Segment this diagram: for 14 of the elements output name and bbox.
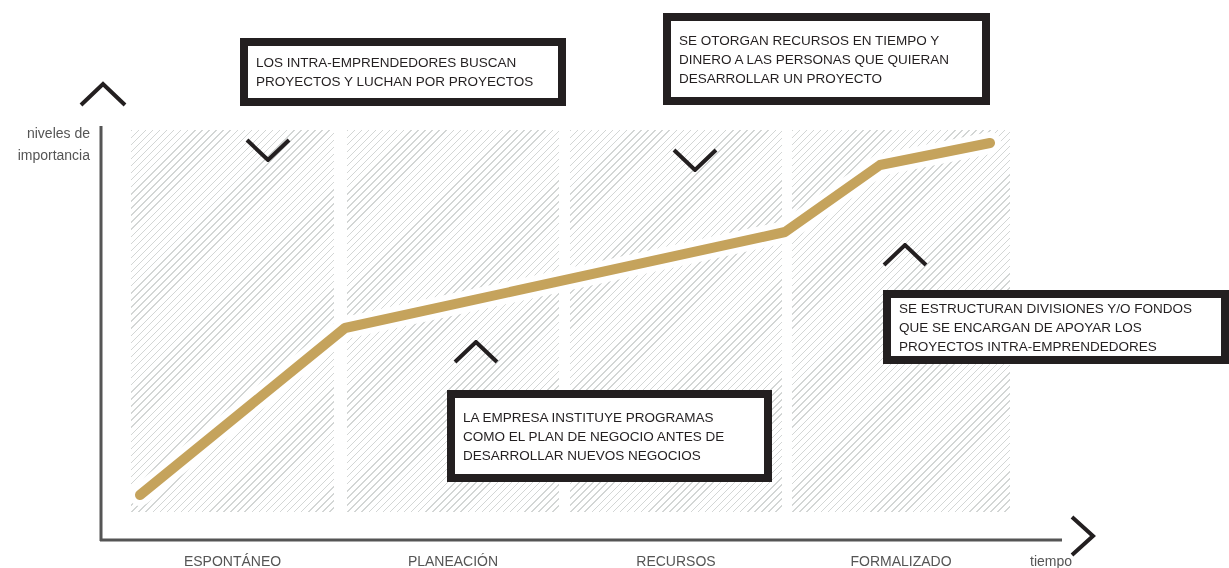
callout-box [663, 13, 990, 105]
callout-text: SE ESTRUCTURAN DIVISIONES Y/O FONDOS QUE SE ENCARGAN DE APOYAR LOS PROYECTOS INTRA-EMPRENDEDORES [899, 299, 1194, 356]
callout-box [447, 390, 772, 482]
stage-label: FORMALIZADO [849, 552, 953, 568]
stage-label: RECURSOS [635, 552, 717, 568]
callout-text: LA EMPRESA INSTITUYE PROGRAMAS COMO EL PLAN DE NEGOCIO ANTES DE DESARROLLAR NUEVOS NEGOCIOS [463, 408, 726, 465]
callout-text: LOS INTRA-EMPRENDEDORES BUSCAN PROYECTOS Y LUCHAN POR PROYECTOS [256, 54, 535, 91]
stage-label: ESPONTÁNEO [182, 552, 283, 568]
callout-box [240, 38, 566, 106]
axis-label: tiempo [1030, 552, 1074, 568]
callout-text: SE OTORGAN RECURSOS EN TIEMPO Y DINERO A LAS PERSONAS QUE QUIERAN DESARROLLAR UN PROYECTO [679, 31, 951, 88]
axis-label: niveles de importancia [16, 124, 90, 165]
callout-box [883, 290, 1229, 364]
stage-label: PLANEACIÓN [406, 552, 500, 568]
